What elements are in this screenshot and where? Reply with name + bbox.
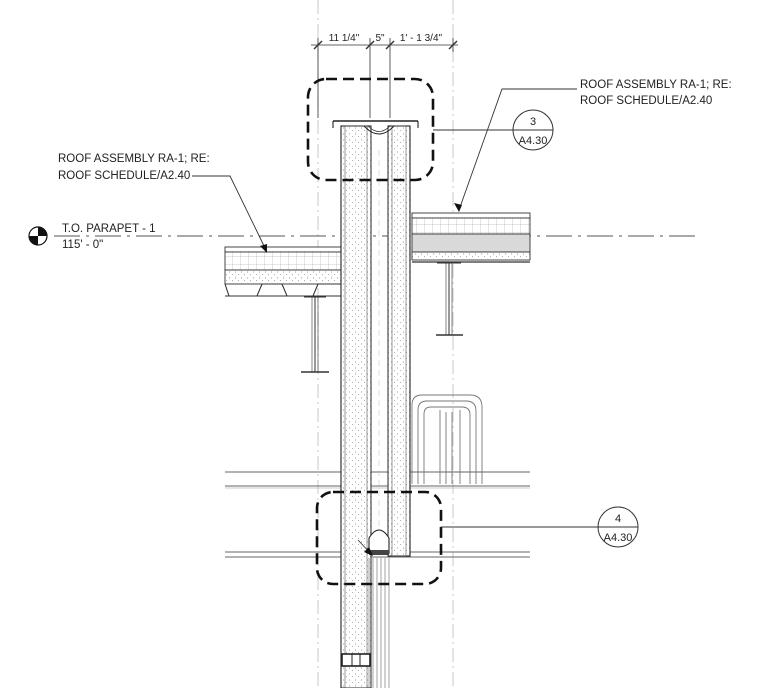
roof-assembly-note-right-line2: ROOF SCHEDULE/A2.40 xyxy=(580,95,712,107)
detail-callout-4-number: 4 xyxy=(615,513,621,525)
drain-pipe xyxy=(341,529,390,688)
detail-callout-4-sheet: A4.30 xyxy=(604,532,633,544)
parapet-wall xyxy=(340,125,411,689)
detail-callout-3-number: 3 xyxy=(530,116,536,128)
left-steel-beam xyxy=(301,296,329,373)
detail-callout-4[interactable]: 4 A4.30 xyxy=(597,506,639,548)
roof-assembly-note-right-line1: ROOF ASSEMBLY RA-1; RE: xyxy=(580,79,732,91)
level-marker-icon xyxy=(28,226,48,246)
roof-assembly-note-left-line2: ROOF SCHEDULE/A2.40 xyxy=(58,170,190,182)
right-steel-beam xyxy=(436,262,463,336)
roof-assembly-note-left-line1: ROOF ASSEMBLY RA-1; RE: xyxy=(58,153,210,165)
parapet-coping xyxy=(332,120,419,135)
left-roof-assembly xyxy=(224,246,346,297)
detail-callout-3-sheet: A4.30 xyxy=(519,135,548,147)
dimension-left-text: 11 1/4" xyxy=(329,33,360,44)
dimension-right-text: 1' - 1 3/4" xyxy=(400,33,443,44)
callout-boundaries xyxy=(306,77,443,586)
dimension-middle-text: 5" xyxy=(375,33,385,44)
level-elevation: 115' - 0" xyxy=(62,239,103,251)
detail-callout-3[interactable]: 3 A4.30 xyxy=(512,109,554,151)
right-roof-assembly xyxy=(411,212,531,263)
ductwork xyxy=(411,394,483,484)
level-name: T.O. PARAPET - 1 xyxy=(62,223,156,235)
leader-arrows xyxy=(260,203,462,556)
leaders xyxy=(192,88,598,556)
